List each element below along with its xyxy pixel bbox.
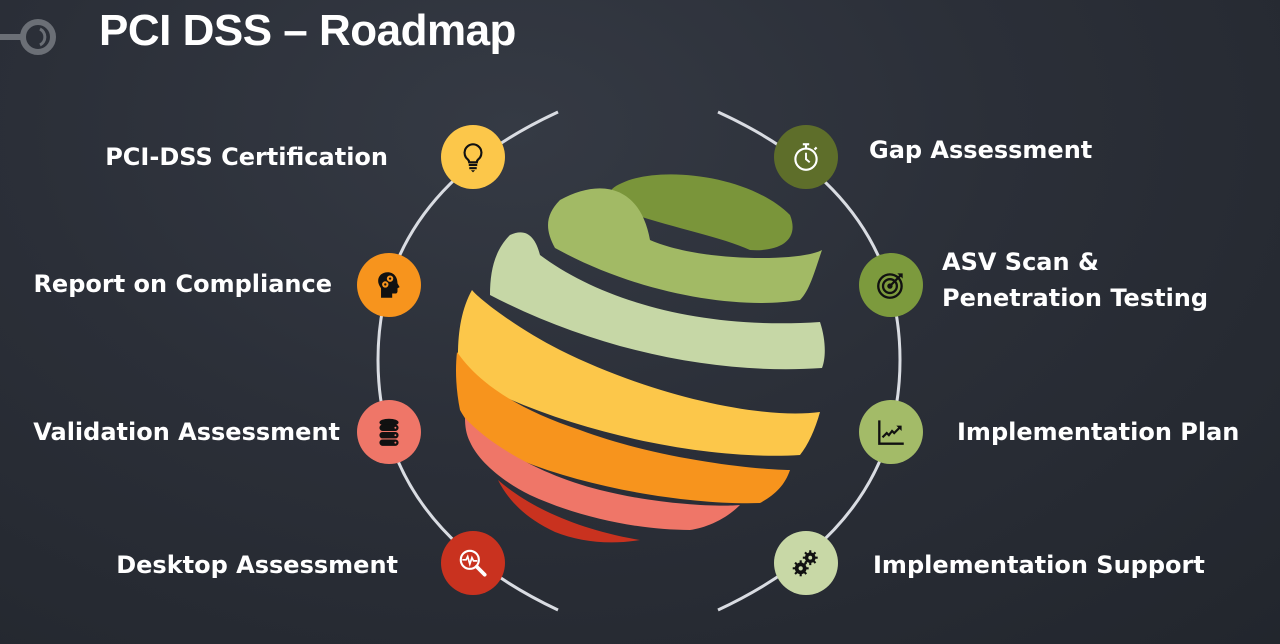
step-label-desktop-assessment: Desktop Assessment bbox=[116, 551, 398, 579]
step-label-asv-scan-penetration-testing: ASV Scan & Penetration Testing bbox=[942, 244, 1208, 316]
step-node-implementation-support[interactable] bbox=[774, 531, 838, 595]
step-node-implementation-plan[interactable] bbox=[859, 400, 923, 464]
target-icon bbox=[877, 273, 903, 299]
step-label-validation-assessment: Validation Assessment bbox=[33, 418, 340, 446]
step-node-gap-assessment[interactable] bbox=[774, 125, 838, 189]
step-label-line-1: ASV Scan & bbox=[942, 248, 1099, 276]
step-label-gap-assessment: Gap Assessment bbox=[869, 136, 1093, 164]
page-title: PCI DSS – Roadmap bbox=[99, 6, 516, 55]
striped-globe-graphic bbox=[456, 174, 825, 543]
lightbulb-icon bbox=[463, 143, 483, 173]
head-gears-icon bbox=[378, 272, 400, 298]
step-node-asv-scan[interactable] bbox=[859, 253, 923, 317]
step-node-pci-dss-certification[interactable] bbox=[441, 125, 505, 189]
step-label-line-2: Penetration Testing bbox=[942, 284, 1209, 312]
database-icon bbox=[379, 418, 399, 446]
step-label-pci-dss-certification: PCI-DSS Certification bbox=[105, 143, 388, 171]
step-label-report-on-compliance: Report on Compliance bbox=[33, 270, 332, 298]
step-node-report-on-compliance[interactable] bbox=[357, 253, 421, 317]
gears-icon bbox=[792, 550, 818, 577]
step-node-validation-assessment[interactable] bbox=[357, 400, 421, 464]
step-node-desktop-assessment[interactable] bbox=[441, 531, 505, 595]
logo-ring-icon bbox=[0, 19, 56, 55]
line-chart-icon bbox=[878, 420, 904, 445]
stopwatch-icon bbox=[794, 143, 818, 171]
step-label-implementation-support: Implementation Support bbox=[873, 551, 1205, 579]
search-pulse-icon bbox=[459, 549, 487, 577]
step-label-implementation-plan: Implementation Plan bbox=[957, 418, 1240, 446]
